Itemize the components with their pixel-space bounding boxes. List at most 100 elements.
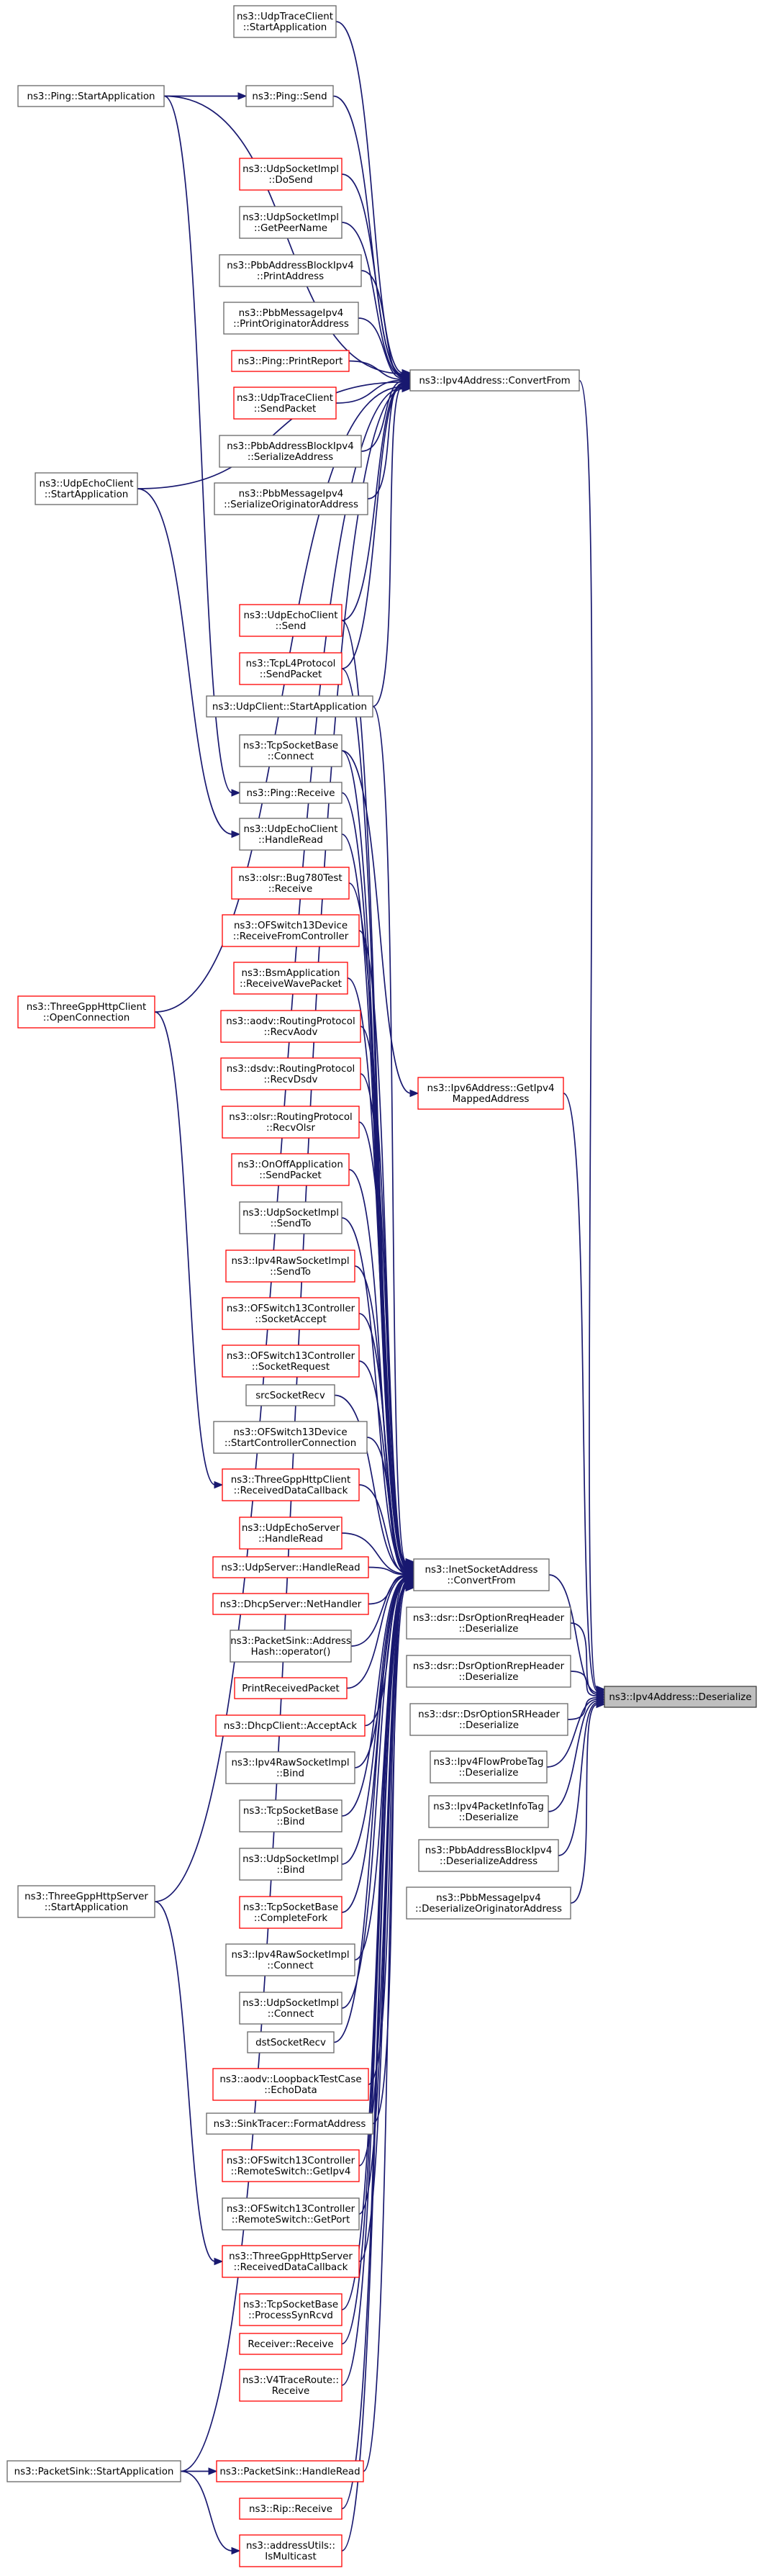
graph-node[interactable]: ns3::OnOffApplication::SendPacket [231,1153,350,1186]
graph-node[interactable]: Receiver::Receive [239,2333,343,2355]
graph-node[interactable]: ns3::UdpSocketImpl::Bind [239,1848,343,1881]
graph-node[interactable]: ns3::UdpEchoClient::HandleRead [239,818,343,851]
graph-node[interactable]: ns3::Rip::Receive [239,2498,343,2520]
graph-node[interactable]: ns3::UdpServer::HandleRead [212,1556,369,1578]
graph-node[interactable]: ns3::V4TraceRoute::Receive [239,2369,343,2402]
node-label: PrintReceivedPacket [242,1684,340,1694]
graph-node[interactable]: ns3::OFSwitch13Controller::RemoteSwitch:… [222,2197,360,2231]
graph-node[interactable]: ns3::DhcpServer::NetHandler [212,1593,369,1615]
graph-node[interactable]: ns3::ThreeGppHttpClient::OpenConnection [17,995,155,1029]
node-label: ::GetPeerName [254,223,327,234]
graph-node[interactable]: ns3::Ipv4RawSocketImpl::Connect [225,1943,355,1976]
graph-node[interactable]: ns3::olsr::Bug780Test::Receive [231,867,350,900]
node-label: ::RemoteSwitch::GetPort [232,2215,350,2225]
node-label: ::StartApplication [45,1902,129,1913]
graph-node[interactable]: ns3::UdpSocketImpl::Connect [239,1992,343,2025]
graph-node[interactable]: ns3::UdpEchoClient::Send [239,604,343,637]
graph-node[interactable]: ns3::DhcpClient::AcceptAck [215,1714,366,1737]
graph-node[interactable]: ns3::aodv::RoutingProtocol::RecvAodv [220,1010,361,1043]
node-box [239,2333,343,2355]
graph-node[interactable]: ns3::PacketSink::StartApplication [6,2460,181,2482]
graph-node[interactable]: ns3::Ping::Send [245,85,334,107]
node-label: ::SendTo [271,1219,312,1229]
graph-node[interactable]: ns3::PbbAddressBlockIpv4::PrintAddress [219,254,362,287]
node-box [234,1677,348,1699]
graph-node[interactable]: ns3::UdpClient::StartApplication [206,695,373,718]
graph-node[interactable]: ns3::TcpSocketBase::Bind [239,1799,343,1832]
graph-node[interactable]: srcSocketRecv [245,1384,335,1406]
graph-node[interactable]: ns3::Ping::PrintReport [231,350,350,372]
node-box [418,1839,559,1872]
graph-node[interactable]: ns3::SinkTracer::FormatAddress [206,2112,373,2135]
graph-node[interactable]: ns3::TcpSocketBase::ProcessSynRcvd [239,2293,343,2326]
graph-node[interactable]: ns3::Ipv4Address::Deserialize [604,1686,757,1708]
graph-node[interactable]: ns3::UdpSocketImpl::GetPeerName [239,206,343,239]
graph-node[interactable]: ns3::OFSwitch13Controller::RemoteSwitch:… [222,2149,360,2182]
graph-node[interactable]: ns3::UdpEchoServer::HandleRead [239,1517,343,1550]
graph-node[interactable]: ns3::TcpL4Protocol::SendPacket [239,652,343,685]
graph-node[interactable]: ns3::ThreeGppHttpClient::ReceivedDataCal… [222,1468,360,1501]
graph-node[interactable]: ns3::Ipv4RawSocketImpl::Bind [225,1751,355,1784]
graph-node[interactable]: ns3::Ipv4FlowProbeTag::Deserialize [430,1750,548,1784]
graph-node[interactable]: ns3::PbbAddressBlockIpv4::SerializeAddre… [219,435,362,468]
node-label: ::SerializeAddress [248,452,333,463]
graph-node[interactable]: ns3::UdpSocketImpl::SendTo [239,1201,343,1234]
graph-node[interactable]: ns3::Ping::Receive [239,782,343,804]
node-label: ns3::PbbMessageIpv4 [436,1893,541,1904]
graph-node[interactable]: ns3::addressUtils::IsMulticast [239,2534,343,2567]
graph-node[interactable]: ns3::UdpEchoClient::StartApplication [35,472,138,505]
graph-node[interactable]: dstSocketRecv [247,2031,335,2053]
node-label: ::CompleteFork [254,1913,327,1924]
node-label: ::ReceiveFromController [233,931,349,942]
graph-node[interactable]: ns3::OFSwitch13Device::StartControllerCo… [213,1421,368,1454]
graph-node[interactable]: ns3::olsr::RoutingProtocol::RecvOlsr [222,1106,360,1139]
call-edge [341,384,404,669]
graph-node[interactable]: ns3::UdpTraceClient::StartApplication [233,5,337,38]
node-box [239,1896,343,1929]
call-edge [579,379,598,1690]
graph-node[interactable]: ns3::OFSwitch13Controller::SocketAccept [222,1297,360,1330]
call-edge [546,1699,598,1768]
node-box [212,2068,369,2101]
graph-node[interactable]: ns3::ThreeGppHttpServer::ReceivedDataCal… [222,2245,360,2278]
graph-node[interactable]: ns3::Ipv4RawSocketImpl::SendTo [225,1249,355,1283]
node-box [220,1057,361,1090]
graph-node[interactable]: ns3::Ipv4PacketInfoTag::Deserialize [428,1795,549,1828]
graph-node[interactable]: ns3::UdpTraceClient::SendPacket [233,387,337,420]
node-label: ::ProcessSynRcvd [248,2310,333,2321]
graph-node[interactable]: ns3::Ipv4Address::ConvertFrom [409,369,580,392]
graph-node[interactable]: ns3::dsdv::RoutingProtocol::RecvDsdv [220,1057,361,1090]
node-label: ::StartControllerConnection [224,1438,356,1449]
graph-node[interactable]: ns3::PbbMessageIpv4::PrintOriginatorAddr… [223,302,359,335]
graph-node[interactable]: ns3::ThreeGppHttpServer::StartApplicatio… [17,1885,155,1918]
graph-node[interactable]: ns3::TcpSocketBase::Connect [239,734,343,767]
graph-node[interactable]: ns3::UdpSocketImpl::DoSend [239,158,343,191]
node-label: ns3::Ipv4RawSocketImpl [231,1256,349,1267]
graph-node[interactable]: ns3::OFSwitch13Controller::SocketRequest [222,1345,360,1378]
node-label: ::HandleRead [258,1534,323,1545]
graph-node[interactable]: ns3::OFSwitch13Device::ReceiveFromContro… [222,914,360,947]
node-label: ::RecvAodv [264,1027,318,1038]
call-edge [154,1011,216,1486]
node-label: ns3::DhcpServer::NetHandler [220,1599,362,1610]
graph-node[interactable]: ns3::PbbMessageIpv4::DeserializeOriginat… [406,1886,571,1920]
graph-node[interactable]: ns3::PbbAddressBlockIpv4::DeserializeAdd… [418,1839,559,1872]
graph-node[interactable]: PrintReceivedPacket [234,1677,348,1699]
graph-node[interactable]: ns3::TcpSocketBase::CompleteFork [239,1896,343,1929]
node-box [239,2293,343,2326]
graph-node[interactable]: ns3::InetSocketAddress::ConvertFrom [413,1558,550,1591]
graph-node[interactable]: ns3::BsmApplication::ReceiveWavePacket [233,962,348,995]
graph-node[interactable]: ns3::aodv::LoopbackTestCase::EchoData [212,2068,369,2101]
node-label: ns3::PbbAddressBlockIpv4 [227,261,354,271]
graph-node[interactable]: ns3::dsr::DsrOptionRreqHeader::Deseriali… [406,1606,571,1640]
graph-node[interactable]: ns3::PacketSink::HandleRead [216,2460,364,2482]
graph-node[interactable]: ns3::Ping::StartApplication [17,85,165,107]
node-label: ::Deserialize [459,1672,519,1683]
node-label: ns3::SinkTracer::FormatAddress [214,2119,366,2130]
node-label: dstSocketRecv [255,2038,326,2048]
graph-node[interactable]: ns3::dsr::DsrOptionRrepHeader::Deseriali… [406,1655,571,1688]
graph-node[interactable]: ns3::dsr::DsrOptionSRHeader::Deserialize [409,1703,568,1736]
graph-node[interactable]: ns3::PbbMessageIpv4::SerializeOriginator… [214,482,368,515]
